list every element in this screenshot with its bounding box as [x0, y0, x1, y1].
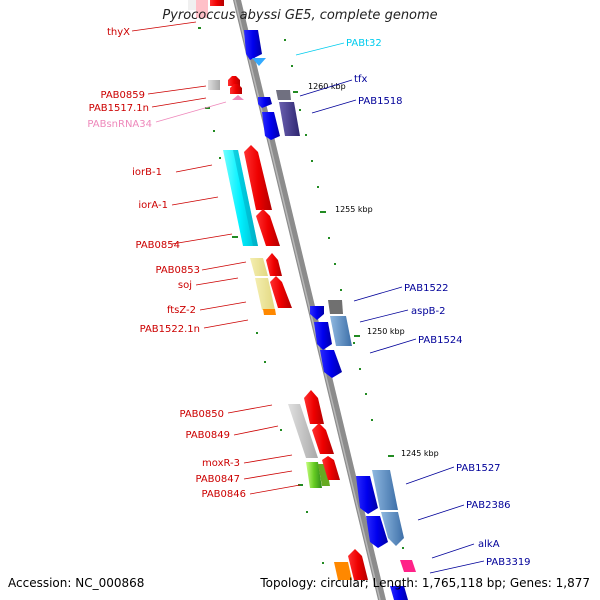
gene-ftsZ-2[interactable] [263, 309, 276, 315]
label-PAB0850[interactable]: PAB0850 [179, 409, 224, 420]
gene-PAB0849[interactable] [312, 423, 334, 454]
gene-top-partial-pink[interactable] [196, 0, 208, 18]
gene-alkA[interactable] [400, 560, 416, 572]
label-PAB1527[interactable]: PAB1527 [456, 463, 501, 474]
gene-PAB1522[interactable] [310, 306, 324, 320]
label-aspB-2[interactable]: aspB-2 [411, 306, 446, 317]
label-PAB0853[interactable]: PAB0853 [155, 265, 200, 276]
gene-PAB0859b[interactable] [230, 84, 242, 94]
leader-PABsnRNA34 [155, 101, 227, 123]
label-PAB0846[interactable]: PAB0846 [201, 489, 246, 500]
leader-PABt32 [295, 42, 345, 56]
map-title: Pyrococcus abyssi GE5, complete genome [162, 8, 438, 23]
gene-moxR-3[interactable] [306, 462, 322, 488]
label-PAB0854[interactable]: PAB0854 [135, 240, 180, 251]
gene-PAB2386-blue[interactable] [366, 516, 388, 548]
label-PAB1522-1n[interactable]: PAB1522.1n [140, 324, 200, 335]
gene-aspB-2[interactable] [330, 316, 352, 346]
label-soj[interactable]: soj [178, 280, 192, 291]
gene-bottom-red[interactable] [348, 549, 368, 580]
gene-PABt32-tip[interactable] [252, 58, 266, 66]
accession-text: Accession: NC_000868 [8, 576, 145, 590]
right-leader-lines [299, 79, 485, 574]
gene-iorB-1[interactable] [244, 145, 272, 210]
gene-PAB0859[interactable] [228, 76, 240, 86]
gene-iorA-1[interactable] [256, 209, 280, 246]
gene-soj[interactable] [255, 278, 275, 310]
gene-bottom-orange[interactable] [334, 562, 352, 580]
gene-PAB0850-grey[interactable] [288, 404, 318, 458]
label-PAB1522[interactable]: PAB1522 [404, 283, 449, 294]
label-PABt32[interactable]: PABt32 [346, 38, 382, 49]
label-tfx[interactable]: tfx [354, 74, 367, 85]
gene-tfx[interactable] [276, 90, 291, 100]
gene-PAB2386[interactable] [381, 512, 404, 546]
kbp-mark-1245: 1245 kbp [401, 449, 439, 458]
kbp-mark-1260: 1260 kbp [308, 82, 346, 91]
label-PAB1517-1n[interactable]: PAB1517.1n [89, 103, 149, 114]
gene-PAB1527[interactable] [372, 470, 398, 510]
gene-top-partial-white[interactable] [188, 0, 196, 10]
gene-PAB1527-blue[interactable] [356, 476, 378, 514]
gene-tfx-upper[interactable] [258, 97, 272, 108]
label-PAB1518[interactable]: PAB1518 [358, 96, 403, 107]
gene-PABt32[interactable] [244, 30, 262, 60]
gene-PAB1522-grey[interactable] [328, 300, 343, 314]
gene-PAB1518-purple[interactable] [279, 102, 300, 136]
gene-PAB0854b[interactable] [270, 276, 292, 308]
label-alkA[interactable]: alkA [478, 539, 500, 550]
label-PAB1524[interactable]: PAB1524 [418, 335, 463, 346]
gene-aspB-2-blue[interactable] [314, 322, 332, 350]
label-PAB3319[interactable]: PAB3319 [486, 557, 531, 568]
kbp-mark-1255: 1255 kbp [335, 205, 373, 214]
label-moxR-3[interactable]: moxR-3 [202, 458, 240, 469]
label-PAB0859[interactable]: PAB0859 [100, 90, 145, 101]
left-labels: thyX PAB0859 PAB1517.1n PABsnRNA34 iorB-… [87, 27, 246, 500]
gene-PAB1517-1n[interactable] [208, 80, 220, 90]
label-iorB-1[interactable]: iorB-1 [132, 167, 162, 178]
gene-thyX[interactable] [210, 0, 224, 6]
gene-PAB1518[interactable] [262, 112, 280, 140]
gene-PAB0853[interactable] [250, 258, 268, 276]
label-PABsnRNA34[interactable]: PABsnRNA34 [87, 119, 152, 130]
gene-iorB-1-cyan-b[interactable] [233, 150, 258, 246]
topology-text: Topology: circular; Length: 1,765,118 bp… [260, 576, 590, 590]
gene-PABsnRNA34[interactable] [232, 95, 244, 100]
gene-PAB0846[interactable] [322, 456, 340, 480]
genes-reverse-strand [188, 0, 368, 580]
label-PAB0847[interactable]: PAB0847 [195, 474, 240, 485]
label-PAB0849[interactable]: PAB0849 [185, 430, 230, 441]
genes-forward-strand [244, 30, 416, 600]
gene-PAB0854[interactable] [266, 253, 282, 276]
gene-PAB0850[interactable] [304, 390, 324, 424]
label-iorA-1[interactable]: iorA-1 [138, 200, 168, 211]
right-labels: PABt32 tfx PAB1518 PAB1522 aspB-2 PAB152… [346, 38, 531, 568]
label-ftsZ-2[interactable]: ftsZ-2 [167, 305, 196, 316]
kbp-mark-1250: 1250 kbp [367, 327, 405, 336]
label-thyX[interactable]: thyX [107, 27, 130, 38]
left-leader-lines [131, 21, 301, 495]
label-PAB2386[interactable]: PAB2386 [466, 500, 511, 511]
gene-PAB3319[interactable] [390, 586, 408, 600]
gene-PAB1524[interactable] [320, 350, 342, 378]
